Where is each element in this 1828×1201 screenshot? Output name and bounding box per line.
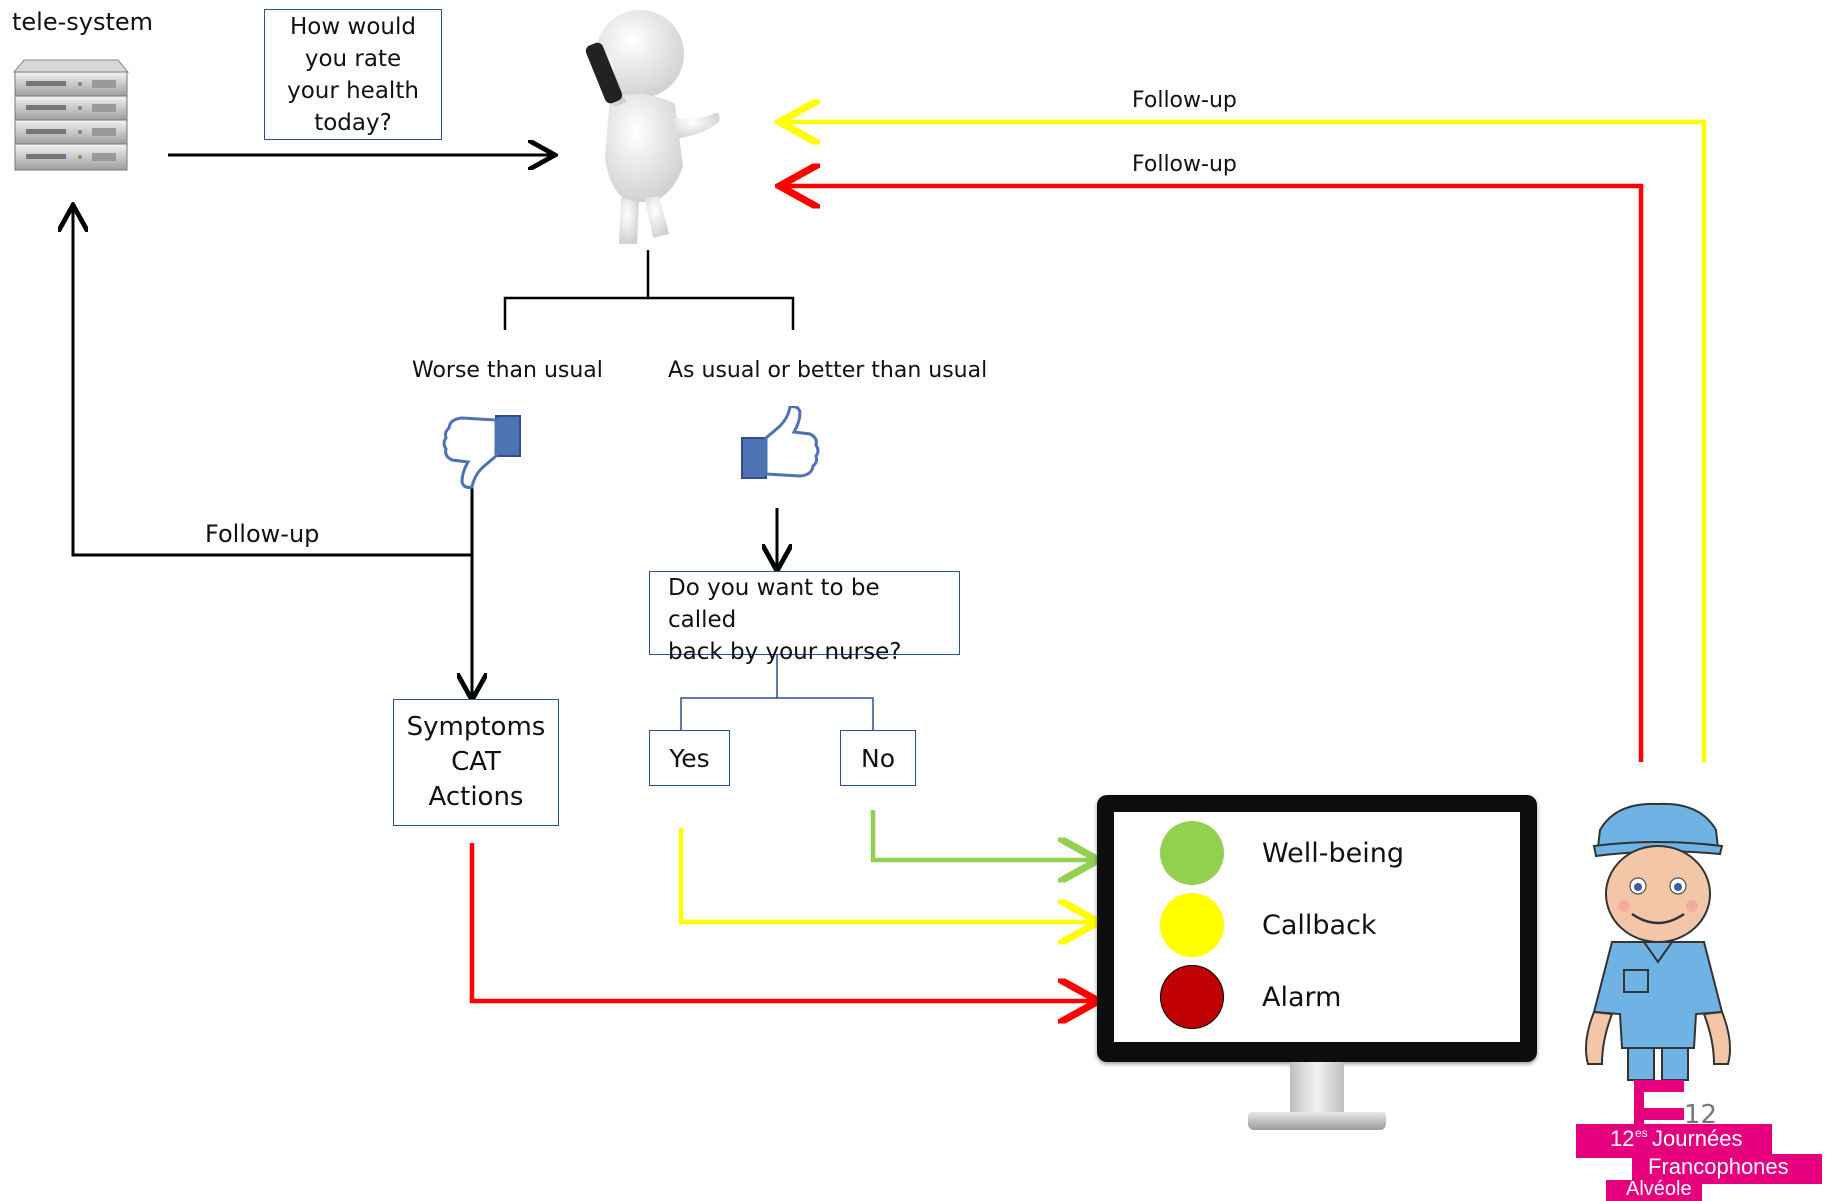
yellow-line-yes	[678, 828, 1094, 922]
server-label: tele-system	[12, 8, 154, 36]
status-dot	[1160, 893, 1224, 957]
symptoms-line: Actions	[428, 782, 524, 812]
status-dot	[1160, 965, 1224, 1029]
option-yes-box: Yes	[649, 730, 730, 786]
red-line-symptoms	[469, 843, 1094, 1001]
green-line	[870, 810, 1094, 860]
page-number: 12	[1684, 1100, 1718, 1130]
question-line: your health	[287, 77, 419, 104]
conference-logo: 12 es Journées Francophones Alvéole	[1576, 1080, 1828, 1201]
thumbs-up-icon	[741, 406, 820, 479]
callback-question-line: Do you want to be called	[668, 575, 880, 633]
logo-text: Journées	[1652, 1126, 1743, 1151]
status-label: Well-being	[1262, 837, 1404, 869]
logo-text: es	[1635, 1126, 1648, 1140]
symptoms-line: Symptoms	[406, 712, 546, 742]
logo-text: Francophones	[1648, 1154, 1789, 1179]
monitor-icon: Well-being Callback Alarm	[1097, 795, 1537, 1062]
follow-up-red-line	[784, 186, 1644, 762]
split-bar	[503, 296, 795, 330]
status-dot	[1160, 821, 1224, 885]
branch-worse-label: Worse than usual	[412, 358, 603, 383]
option-no-box: No	[840, 730, 916, 786]
monitor-stand	[1290, 1062, 1344, 1118]
status-callback: Callback	[1160, 893, 1377, 957]
person-phone-icon	[585, 10, 720, 244]
follow-up-left-line	[73, 208, 474, 557]
branch-better-label: As usual or better than usual	[668, 358, 988, 383]
status-label: Alarm	[1262, 981, 1342, 1013]
nurse-icon	[1585, 802, 1731, 1081]
logo-text: 12	[1610, 1126, 1635, 1151]
server-icon	[12, 59, 130, 171]
question-line: you rate	[304, 45, 402, 72]
status-label: Callback	[1262, 909, 1377, 941]
symptoms-line: CAT	[451, 747, 501, 777]
monitor-screen: Well-being Callback Alarm	[1114, 812, 1520, 1042]
follow-up-red-label: Follow-up	[1132, 152, 1237, 177]
follow-up-left-label: Follow-up	[205, 520, 320, 548]
symptoms-box: Symptoms CAT Actions	[393, 699, 559, 826]
thumbs-down-icon	[442, 415, 521, 489]
logo-text: Alvéole	[1626, 1178, 1692, 1200]
status-alarm: Alarm	[1160, 965, 1341, 1029]
health-question-box: How would you rate your health today?	[264, 9, 442, 140]
callback-question-line: back by your nurse?	[668, 639, 902, 665]
follow-up-yellow-line	[784, 122, 1707, 762]
question-line: How would	[290, 13, 416, 40]
status-well-being: Well-being	[1160, 821, 1404, 885]
monitor-base	[1248, 1112, 1386, 1130]
follow-up-yellow-label: Follow-up	[1132, 88, 1237, 113]
question-line: today?	[314, 109, 392, 136]
callback-question-box: Do you want to be called back by your nu…	[649, 571, 960, 665]
